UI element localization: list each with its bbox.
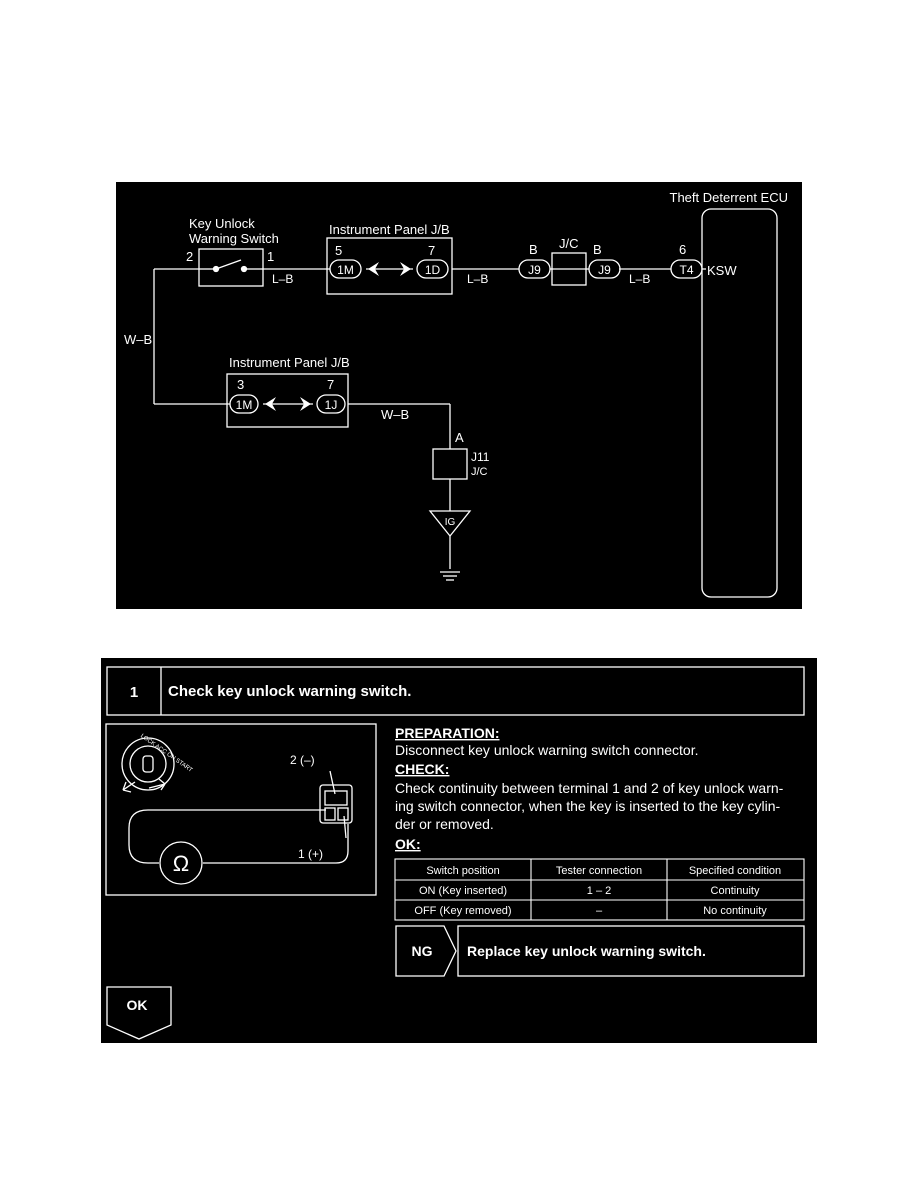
- table-cell: No continuity: [703, 905, 767, 917]
- jb-bottom-pin-left: 3: [237, 377, 244, 392]
- table-cell: 1 – 2: [587, 885, 611, 897]
- jb-bottom-label: Instrument Panel J/B: [229, 355, 350, 370]
- jb-bottom-pin-right: 7: [327, 377, 334, 392]
- j11-label: J11: [471, 450, 490, 464]
- key-cylinder-icon: [121, 737, 175, 793]
- wire-wb-left: W–B: [124, 332, 152, 347]
- table-header-cell: Tester connection: [556, 865, 642, 877]
- jb-top-conn-left: 1M: [337, 263, 354, 277]
- check-line-3: der or removed.: [395, 816, 494, 832]
- spec-table: Switch position Tester connection Specif…: [394, 858, 805, 921]
- ng-label: NG: [412, 943, 433, 959]
- check-line-2: ing switch connector, when the key is in…: [395, 798, 781, 814]
- wire-lb-1: L–B: [272, 272, 293, 286]
- switch-label-2: Warning Switch: [189, 231, 279, 246]
- wire-wb-bottom: W–B: [381, 407, 409, 422]
- preparation-heading: PREPARATION:: [395, 725, 499, 741]
- check-line-1: Check continuity between terminal 1 and …: [395, 780, 784, 796]
- preparation-text: Disconnect key unlock warning switch con…: [395, 742, 698, 758]
- ohmmeter-icon: Ω: [159, 841, 203, 885]
- jc-conn-left: J9: [528, 263, 541, 277]
- jb-top-pin-right: 7: [428, 243, 435, 258]
- check-heading: CHECK:: [395, 761, 449, 777]
- wire-lb-2: L–B: [467, 272, 488, 286]
- step-title: Check key unlock warning switch.: [168, 683, 411, 700]
- j11-pin: A: [455, 430, 464, 445]
- procedure-panel: 1 Check key unlock warning switch. LOCK …: [101, 658, 817, 1043]
- jc-label: J/C: [559, 236, 579, 251]
- table-header-cell: Switch position: [426, 865, 499, 877]
- jc-conn-right: J9: [598, 263, 611, 277]
- ohm-symbol: Ω: [173, 851, 189, 876]
- junction-connector-j11: [432, 448, 468, 480]
- ig-label: IG: [445, 517, 456, 528]
- ecu-terminal: KSW: [707, 263, 737, 278]
- ok-branch: OK: [106, 986, 172, 1040]
- ecu-conn: T4: [679, 263, 693, 277]
- ok-heading: OK:: [395, 836, 421, 852]
- jb-bottom-conn-right: 1J: [325, 398, 338, 412]
- jb-top-pin-left: 5: [335, 243, 342, 258]
- table-cell: OFF (Key removed): [414, 905, 511, 917]
- jc-pin-left: B: [529, 242, 538, 257]
- switch-pin-left: 2: [186, 249, 193, 264]
- ecu-label: Theft Deterrent ECU: [670, 190, 789, 205]
- ok-label: OK: [127, 997, 148, 1013]
- instrument-panel-jb-top: [326, 237, 453, 295]
- jb-top-label: Instrument Panel J/B: [329, 222, 450, 237]
- jb-bottom-conn-left: 1M: [236, 398, 253, 412]
- switch-connector-icon: [319, 770, 353, 839]
- j11-sub: J/C: [471, 466, 488, 478]
- ig-source-icon: [428, 510, 472, 581]
- key-unlock-switch: [198, 248, 264, 287]
- jb-top-conn-right: 1D: [425, 263, 441, 277]
- jc-pin-right: B: [593, 242, 602, 257]
- wiring-diagram: Theft Deterrent ECU Key Unlock Warning S…: [116, 182, 802, 609]
- ohmmeter-leads: [128, 809, 349, 864]
- instrument-panel-jb-bottom: [226, 373, 349, 428]
- table-cell: Continuity: [711, 885, 760, 897]
- pin-pos-label: 1 (+): [298, 847, 323, 861]
- wire-lb-3: L–B: [629, 272, 650, 286]
- ecu-pin: 6: [679, 242, 686, 257]
- theft-deterrent-ecu: [670, 208, 778, 598]
- switch-label-1: Key Unlock: [189, 216, 255, 231]
- table-cell: –: [596, 905, 603, 917]
- pin-neg-label: 2 (–): [290, 753, 315, 767]
- step-header: 1 Check key unlock warning switch.: [106, 666, 805, 716]
- table-header-cell: Specified condition: [689, 865, 781, 877]
- step-number: 1: [130, 684, 138, 701]
- ng-branch: NG Replace key unlock warning switch.: [395, 925, 805, 977]
- junction-connector-j9: [518, 252, 621, 286]
- ng-action: Replace key unlock warning switch.: [467, 943, 706, 959]
- table-cell: ON (Key inserted): [419, 885, 507, 897]
- switch-pin-right: 1: [267, 249, 274, 264]
